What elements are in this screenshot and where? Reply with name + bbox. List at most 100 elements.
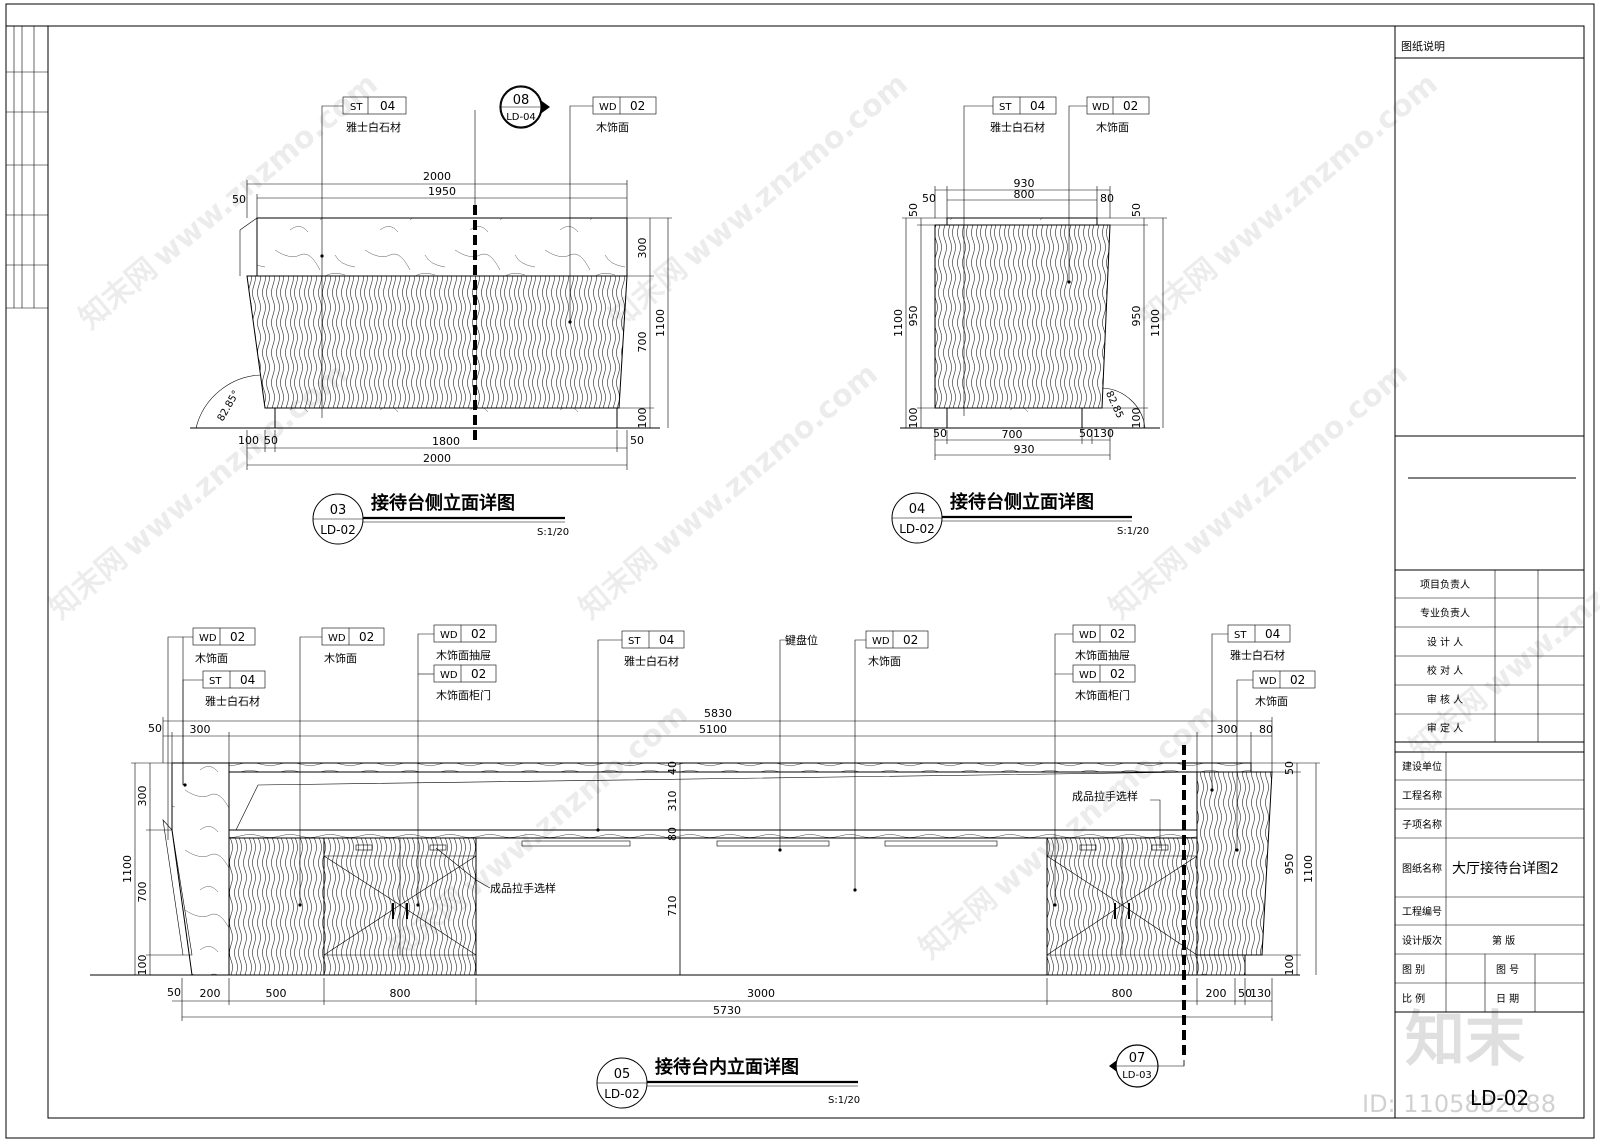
svg-text:木饰面柜门: 木饰面柜门 [436,688,491,702]
svg-text:130: 130 [1250,987,1271,1000]
watermark-text-2: 知末网www.znzmo.com [1133,66,1445,336]
svg-text:接待台侧立面详图: 接待台侧立面详图 [950,491,1094,513]
svg-text:40: 40 [666,761,679,775]
edition-label: 第 版 [1492,934,1515,947]
svg-text:710: 710 [666,896,679,917]
tb-role-0: 项目负责人 [1420,578,1470,591]
svg-text:100: 100 [238,434,259,447]
svg-text:02: 02 [630,99,645,113]
svg-text:木饰面: 木饰面 [1096,120,1129,134]
v05-handle-label-2: 成品拉手选样 [1072,789,1138,803]
svg-text:50: 50 [1283,761,1296,775]
svg-text:300: 300 [136,786,149,807]
svg-text:100: 100 [1283,955,1296,976]
watermark-text-1: 知末网www.znzmo.com [603,66,915,336]
svg-text:木饰面: 木饰面 [195,651,228,665]
svg-text:700: 700 [636,332,649,353]
svg-text:WD: WD [872,636,890,647]
svg-text:100: 100 [136,955,149,976]
svg-text:50: 50 [167,986,181,999]
svg-text:ST: ST [999,102,1012,113]
notes-header: 图纸说明 [1401,39,1445,53]
tb-field-1: 工程名称 [1402,789,1442,802]
svg-text:04: 04 [380,99,395,113]
watermark-text-3: 知末网www.znzmo.com [43,356,355,626]
svg-text:50: 50 [148,722,162,735]
svg-text:LD-02: LD-02 [604,1087,640,1101]
svg-text:02: 02 [1123,99,1138,113]
drawing-frame [47,25,1585,1119]
svg-text:LD-02: LD-02 [899,522,935,536]
svg-text:300: 300 [636,238,649,259]
tb-role-2: 设 计 人 [1427,635,1463,648]
svg-text:木饰面: 木饰面 [596,120,629,134]
svg-text:S:1/20: S:1/20 [828,1095,860,1106]
svg-text:310: 310 [666,791,679,812]
svg-text:800: 800 [1014,188,1035,201]
v04-title: 04 LD-02 接待台侧立面详图 S:1/20 [891,491,1149,544]
svg-text:50: 50 [232,193,246,206]
svg-text:雅士白石材: 雅士白石材 [1230,648,1285,662]
svg-text:1100: 1100 [1302,855,1315,883]
svg-text:50: 50 [264,434,278,447]
watermark-text-8: 知末网www.znzmo.com [1403,496,1600,766]
svg-text:接待台内立面详图: 接待台内立面详图 [655,1056,799,1078]
tb-field-6: 图 别 [1402,964,1425,976]
tb-role-4: 审 核 人 [1427,693,1463,706]
svg-text:02: 02 [359,630,374,644]
svg-text:50: 50 [1238,987,1252,1000]
svg-text:木饰面: 木饰面 [324,651,357,665]
tb-field-4: 工程编号 [1402,905,1442,918]
svg-text:WD: WD [599,102,617,113]
svg-text:02: 02 [1110,627,1125,641]
svg-text:雅士白石材: 雅士白石材 [990,120,1045,134]
svg-text:700: 700 [1002,428,1023,441]
svg-text:500: 500 [266,987,287,1000]
view-04: 82.85 ST 04 雅士白石材 WD 02 木饰面 930 800 50 8… [891,96,1167,544]
svg-text:100: 100 [907,408,920,429]
watermark-logo: 知末 [1405,1005,1525,1075]
svg-text:04: 04 [1265,627,1280,641]
svg-text:200: 200 [200,987,221,1000]
svg-text:05: 05 [614,1067,631,1082]
svg-text:3000: 3000 [747,987,775,1000]
svg-text:木饰面: 木饰面 [1255,694,1288,708]
svg-text:04: 04 [909,502,926,517]
svg-text:5830: 5830 [704,707,732,720]
svg-text:50: 50 [630,434,644,447]
svg-text:02: 02 [1290,673,1305,687]
svg-text:300: 300 [190,723,211,736]
sheet-border [5,3,1595,1139]
svg-text:950: 950 [1130,306,1143,327]
svg-text:04: 04 [240,673,255,687]
svg-text:木饰面抽屉: 木饰面抽屉 [436,648,491,662]
svg-text:950: 950 [907,306,920,327]
binding-strip [6,25,48,309]
svg-text:ST: ST [350,102,363,113]
svg-text:80: 80 [1100,192,1114,205]
svg-text:100: 100 [636,408,649,429]
tb-field-0: 建设单位 [1402,760,1442,773]
svg-text:ST: ST [628,636,641,647]
svg-text:82.85: 82.85 [1103,390,1125,421]
svg-text:80: 80 [666,827,679,841]
svg-text:1100: 1100 [654,309,667,337]
v04-plinth [946,407,1083,429]
svg-text:1800: 1800 [432,435,460,448]
tb-field-3: 图纸名称 [1402,862,1442,875]
svg-text:木饰面柜门: 木饰面柜门 [1075,688,1130,702]
svg-text:S:1/20: S:1/20 [1117,526,1149,537]
svg-text:5730: 5730 [713,1004,741,1017]
svg-text:08: 08 [513,93,530,108]
watermark-text-5: 知末网www.znzmo.com [1103,356,1415,626]
v05-title: 05 LD-02 接待台内立面详图 S:1/20 [596,1056,860,1109]
